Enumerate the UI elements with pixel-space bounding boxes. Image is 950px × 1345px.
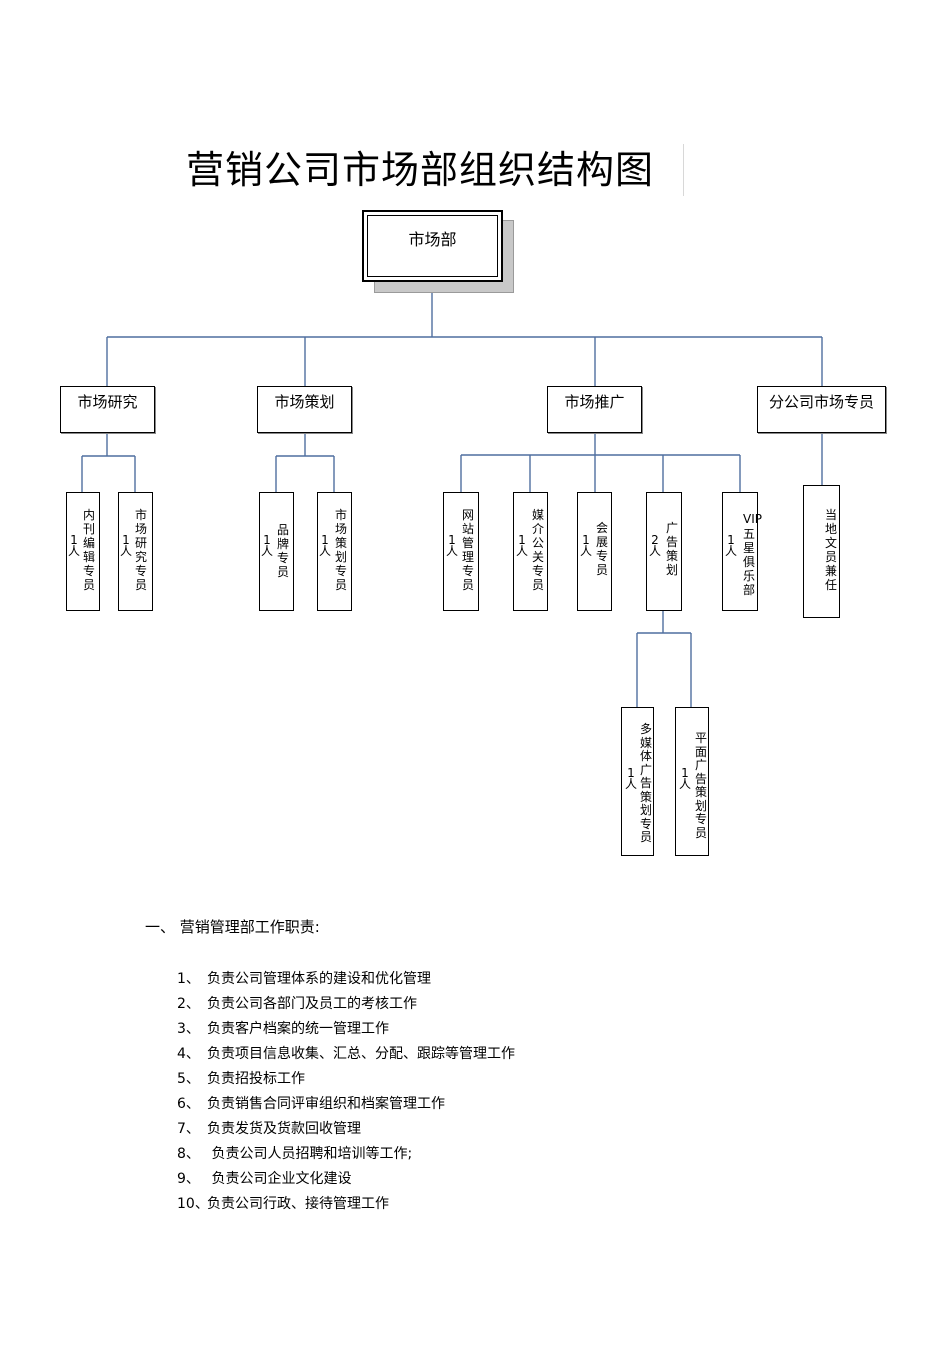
position-name: 多媒体广告策划专员 <box>639 722 652 844</box>
position-name: 内刊编辑专员 <box>82 508 95 592</box>
list-item: 4、负责项目信息收集、汇总、分配、跟踪等管理工作 <box>177 1046 515 1062</box>
position-name: 平面广告策划专员 <box>694 731 707 840</box>
duties-list: 1、负责公司管理体系的建设和优化管理 2、负责公司各部门及员工的考核工作 3、负… <box>177 969 515 1219</box>
list-item: 8、 负责公司人员招聘和培训等工作; <box>177 1146 413 1162</box>
list-item: 10、负责公司行政、接待管理工作 <box>177 1196 389 1212</box>
position-name: 媒介公关专员 <box>531 508 544 592</box>
position-count: 1人 <box>725 533 738 558</box>
position-box: 2人 广告策划 <box>646 492 682 611</box>
position-count: 1人 <box>68 533 81 558</box>
position-box: 1人 网站管理专员 <box>443 492 479 611</box>
dept-market-research: 市场研究 <box>60 386 155 433</box>
list-item: 2、负责公司各部门及员工的考核工作 <box>177 996 417 1012</box>
position-box: 1人 媒介公关专员 <box>513 492 548 611</box>
duties-heading: 一、 营销管理部工作职责: <box>145 918 320 936</box>
position-box: 1人 市场研究专员 <box>118 492 153 611</box>
dept-market-planning: 市场策划 <box>257 386 352 433</box>
dept-branch-specialist: 分公司市场专员 <box>757 386 886 433</box>
list-item: 1、负责公司管理体系的建设和优化管理 <box>177 971 431 987</box>
position-name: 当地文员兼任 <box>824 508 837 592</box>
position-box: 1人 平面广告策划专员 <box>675 707 709 856</box>
position-prefix: VIP <box>743 512 762 526</box>
position-box: 1人 市场策划专员 <box>317 492 352 611</box>
dept-market-promotion: 市场推广 <box>547 386 642 433</box>
org-root-box: 市场部 <box>362 210 503 282</box>
position-count: 1人 <box>120 533 133 558</box>
divider <box>683 144 684 196</box>
position-name: 品牌专员 <box>276 523 289 579</box>
position-name: 市场研究专员 <box>134 508 147 592</box>
position-name: 市场策划专员 <box>334 508 347 592</box>
position-count: 1人 <box>446 533 459 558</box>
position-count: 1人 <box>261 533 274 558</box>
position-name: 广告策划 <box>665 521 678 577</box>
position-box: 1人 内刊编辑专员 <box>66 492 100 611</box>
position-box: 当地文员兼任 <box>803 485 840 618</box>
position-count: 1人 <box>625 766 638 791</box>
position-name: 五星俱乐部 <box>742 527 755 597</box>
position-count: 1人 <box>319 533 332 558</box>
position-box: 1人 VIP 五星俱乐部 <box>722 492 762 611</box>
list-item: 6、负责销售合同评审组织和档案管理工作 <box>177 1096 445 1112</box>
list-item: 7、负责发货及货款回收管理 <box>177 1121 361 1137</box>
position-box: 1人 多媒体广告策划专员 <box>621 707 654 856</box>
position-name: 会展专员 <box>595 521 608 577</box>
position-count: 1人 <box>516 533 529 558</box>
org-connectors <box>81 283 823 707</box>
position-box: 1人 会展专员 <box>577 492 612 611</box>
position-count: 1人 <box>679 766 692 791</box>
page-title: 营销公司市场部组织结构图 <box>186 148 655 192</box>
position-count: 2人 <box>649 533 662 558</box>
position-count: 1人 <box>580 533 593 558</box>
position-name: 网站管理专员 <box>461 508 474 592</box>
list-item: 5、负责招投标工作 <box>177 1071 305 1087</box>
list-item: 9、 负责公司企业文化建设 <box>177 1171 352 1187</box>
position-box: 1人 品牌专员 <box>259 492 294 611</box>
org-root-label: 市场部 <box>367 215 498 277</box>
list-item: 3、负责客户档案的统一管理工作 <box>177 1021 389 1037</box>
